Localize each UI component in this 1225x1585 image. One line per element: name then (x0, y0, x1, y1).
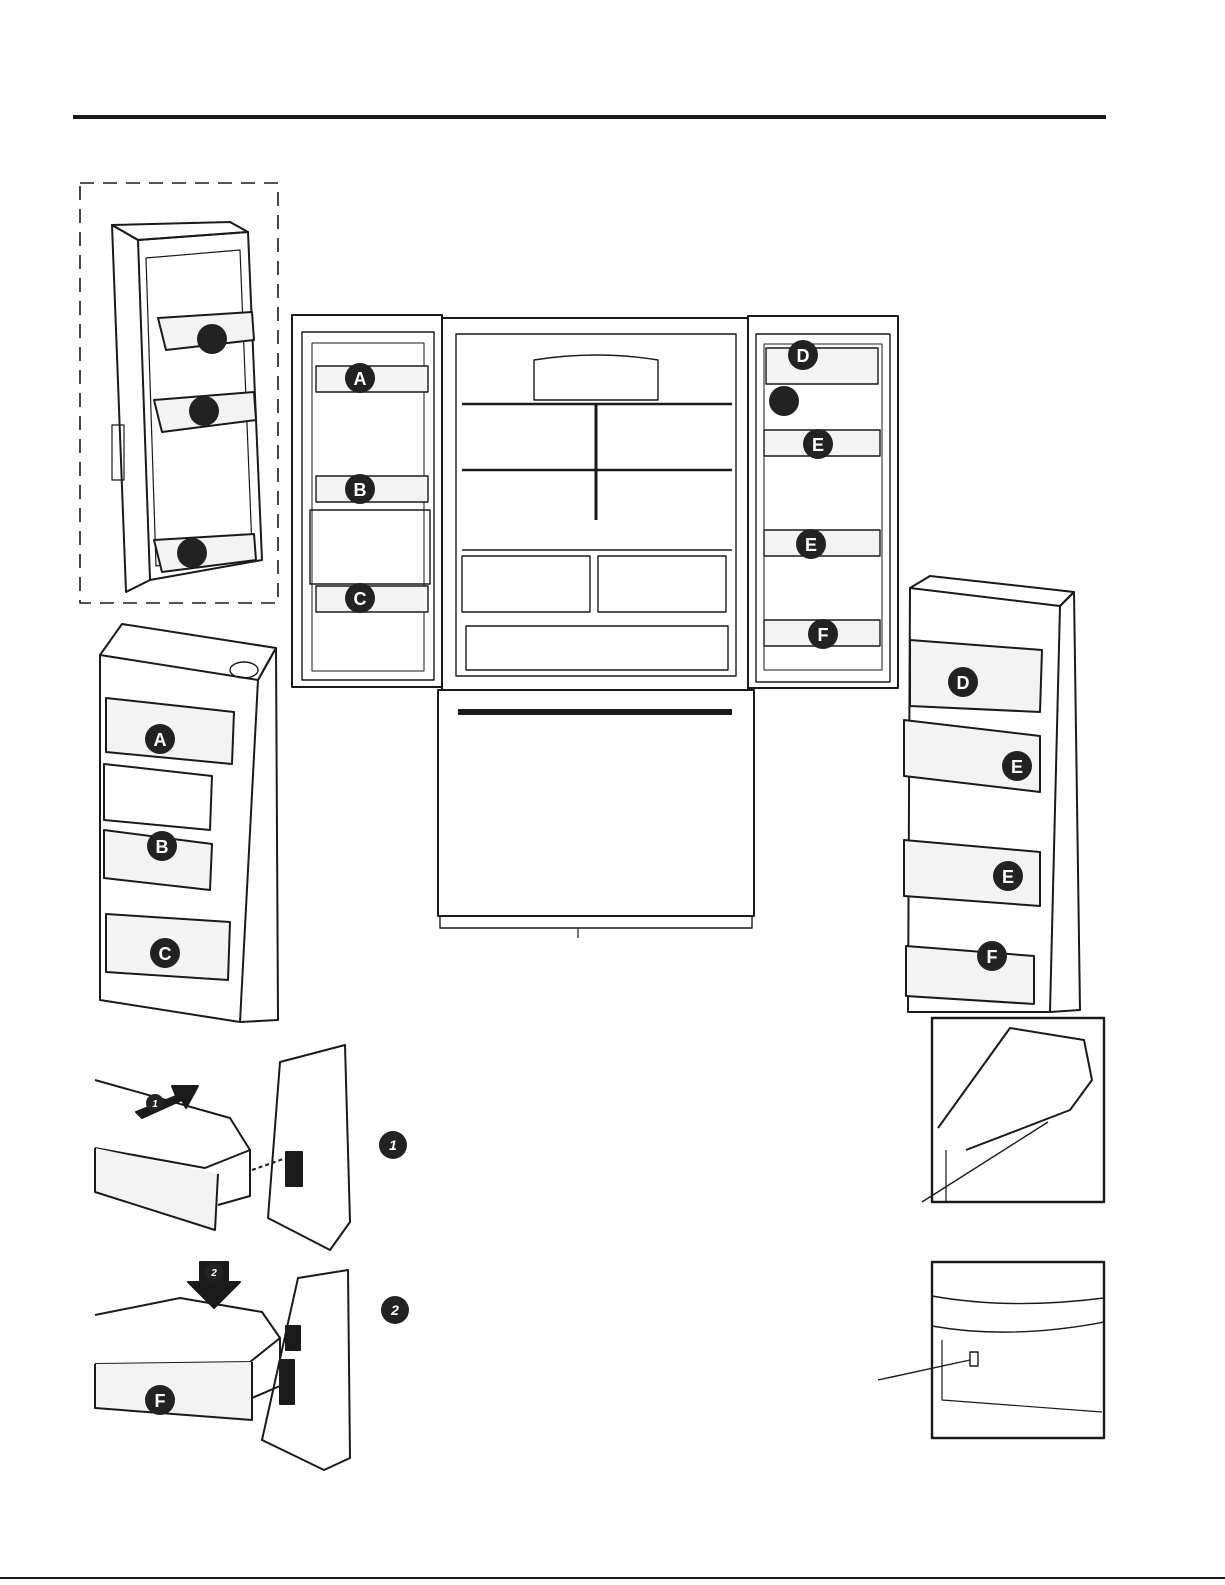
bin-marker-circle: A (145, 724, 175, 754)
bin-marker-circle: F (145, 1385, 175, 1415)
svg-text:2: 2 (390, 1302, 399, 1318)
bin-marker-circle: F (977, 941, 1007, 971)
svg-text:A: A (354, 369, 367, 389)
svg-text:F: F (818, 625, 829, 645)
bin-marker-circle (769, 386, 799, 416)
step2-illustration (95, 1262, 350, 1470)
bin-marker-circle: E (796, 529, 826, 559)
svg-text:C: C (354, 589, 367, 609)
svg-text:D: D (957, 673, 970, 693)
svg-text:B: B (156, 837, 169, 857)
bin-marker-circle: D (788, 340, 818, 370)
svg-text:F: F (987, 947, 998, 967)
bin-marker-circle: E (803, 429, 833, 459)
svg-text:F: F (155, 1391, 166, 1411)
push-arrow-icon (136, 1086, 198, 1118)
svg-text:E: E (812, 435, 824, 455)
bin-marker-circle: C (345, 583, 375, 613)
step1-illustration (95, 1045, 350, 1250)
svg-text:A: A (154, 730, 167, 750)
inset-bottom-box (878, 1262, 1104, 1438)
svg-text:E: E (1002, 867, 1014, 887)
bin-marker-circle: C (150, 938, 180, 968)
inset-top-box (922, 1018, 1104, 1202)
bin-marker-circle: B (147, 831, 177, 861)
svg-text:C: C (159, 944, 172, 964)
bin-marker-circle: B (345, 474, 375, 504)
refrigerator-front-view (292, 315, 898, 938)
step-badge: 2 (205, 1263, 223, 1281)
left-door-detail (100, 624, 278, 1022)
bin-marker-circle: F (808, 619, 838, 649)
svg-text:1: 1 (389, 1137, 397, 1153)
svg-text:1: 1 (152, 1099, 158, 1110)
door-clip-icon (286, 1152, 302, 1186)
step-badge: 2 (381, 1296, 409, 1324)
svg-text:E: E (805, 535, 817, 555)
bin-marker-circle: E (1002, 751, 1032, 781)
alternate-door-callout (80, 183, 278, 603)
svg-text:D: D (797, 346, 810, 366)
bin-marker-circle: A (345, 363, 375, 393)
svg-text:2: 2 (210, 1268, 217, 1279)
bin-marker-circle: D (948, 667, 978, 697)
svg-text:E: E (1011, 757, 1023, 777)
bin-marker-circle: E (993, 861, 1023, 891)
step-badge: 1 (379, 1131, 407, 1159)
svg-text:B: B (354, 480, 367, 500)
bin-slot-icon (970, 1352, 978, 1366)
step-badge: 1 (146, 1094, 164, 1112)
